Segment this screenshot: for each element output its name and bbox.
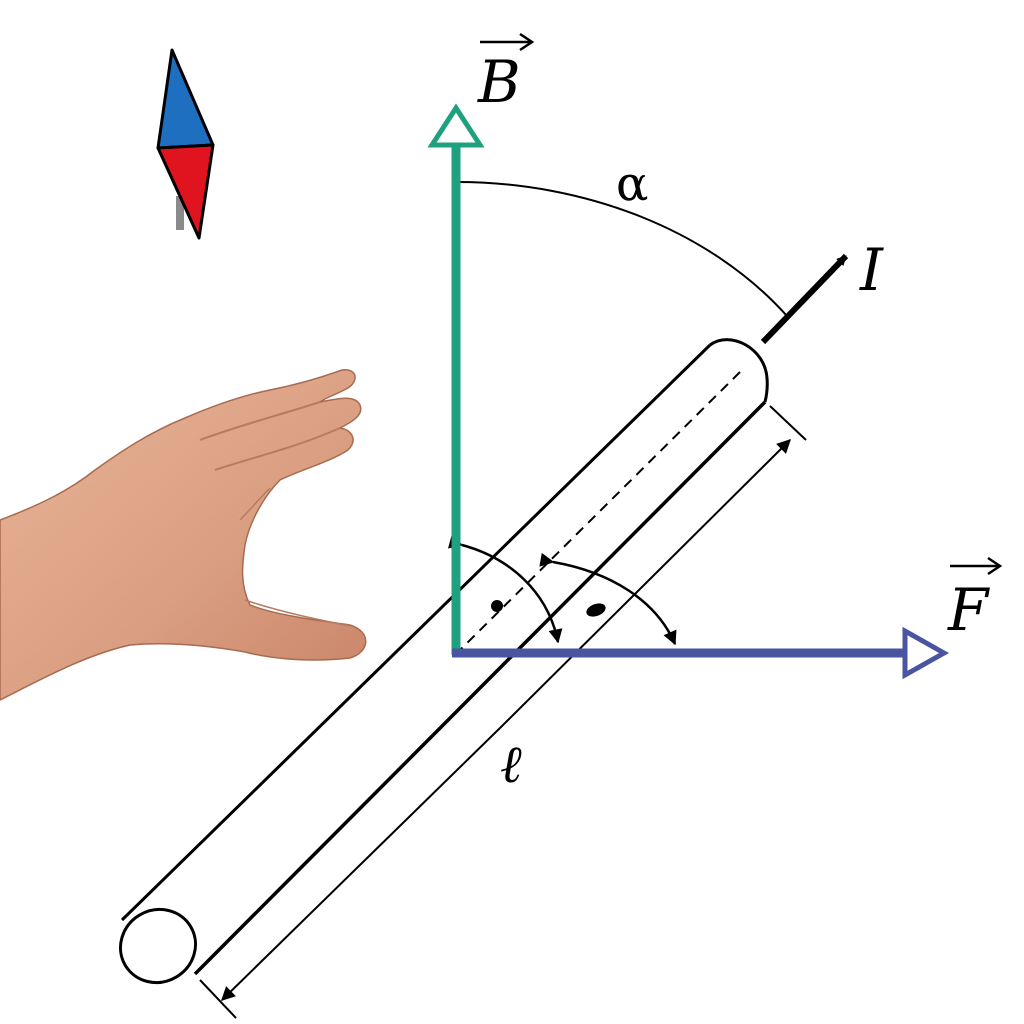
angle-alpha-arc xyxy=(456,181,788,317)
right-angle-dot-icon xyxy=(448,534,677,646)
length-arrow-down xyxy=(220,727,501,1001)
force-label: F xyxy=(947,556,1003,644)
field-vector xyxy=(427,103,485,655)
compass-needle-icon xyxy=(156,48,215,240)
current-label: I xyxy=(859,236,884,304)
length-arrow-up xyxy=(499,439,791,729)
svg-text:B: B xyxy=(477,48,521,116)
field-label: B xyxy=(477,32,535,116)
angle-label: α xyxy=(616,156,648,212)
svg-text:F: F xyxy=(947,576,990,644)
wire-back-edge xyxy=(120,343,712,922)
wire-bottom-cap xyxy=(118,907,198,985)
wire-cylinder xyxy=(118,338,769,985)
right-hand-icon xyxy=(0,369,367,701)
length-dimension xyxy=(199,405,807,1019)
length-label: ℓ xyxy=(500,735,522,795)
wire-front-edge xyxy=(193,400,767,976)
wire-top-cap xyxy=(709,338,769,403)
current-arrow xyxy=(760,253,849,345)
force-vector xyxy=(452,626,950,680)
